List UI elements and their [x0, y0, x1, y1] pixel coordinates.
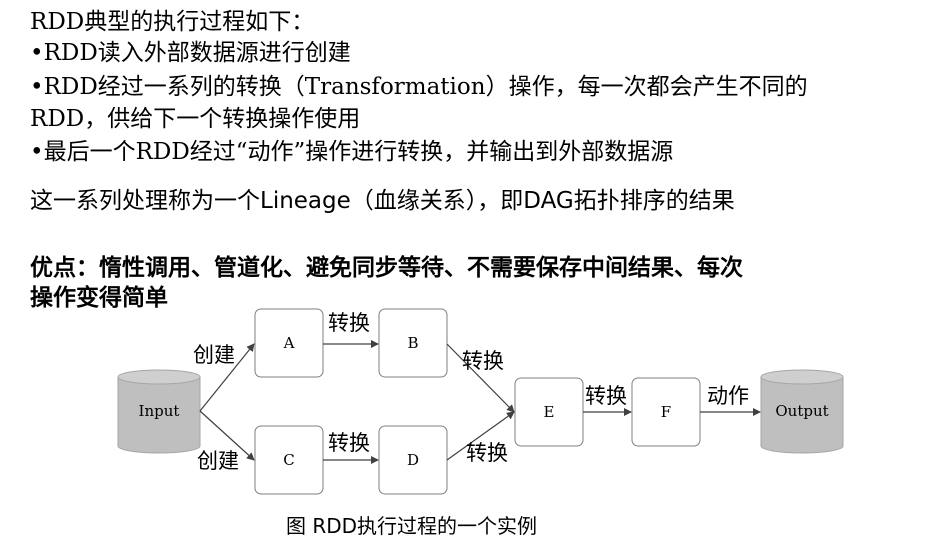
bullet-transform: •RDD经过一系列的转换（Transformation）操作，每一次都会产生不同… [30, 74, 808, 100]
advantages-line: 优点：惰性调用、管道化、避免同步等待、不需要保存中间结果、每次 [30, 255, 743, 281]
output-cylinder: Output [760, 369, 844, 454]
output-label: Output [775, 402, 828, 420]
arrow-input-to-c [199, 410, 255, 461]
edge-label-create-top: 创建 [193, 343, 235, 367]
bullet-transform-continued: RDD，供给下一个转换操作使用 [30, 106, 361, 132]
edge-label-transform-c-d: 转换 [328, 431, 370, 455]
edge-label-transform-e-f: 转换 [585, 384, 627, 408]
edge-label-action-f-output: 动作 [707, 384, 749, 408]
bullet-action: •最后一个RDD经过“动作”操作进行转换，并输出到外部数据源 [30, 139, 674, 165]
rdd-node-c: C [254, 425, 324, 495]
heading-line: RDD典型的执行过程如下： [30, 9, 315, 35]
svg-text:A: A [283, 334, 295, 352]
edge-label-transform-b-e: 转换 [462, 349, 504, 373]
rdd-node-e: E [514, 377, 584, 447]
svg-text:C: C [283, 451, 294, 469]
input-label: Input [139, 402, 180, 420]
figure-caption: 图 RDD执行过程的一个实例 [286, 514, 538, 538]
svg-text:E: E [544, 403, 555, 421]
rdd-node-b: B [378, 308, 448, 378]
svg-text:F: F [661, 403, 671, 421]
edge-label-create-bottom: 创建 [197, 449, 239, 473]
arrow-input-to-a [199, 343, 255, 412]
advantages-line-continued: 操作变得简单 [30, 285, 168, 311]
rdd-node-a: A [254, 308, 324, 378]
edge-label-transform-a-b: 转换 [328, 311, 370, 335]
edge-label-transform-d-e: 转换 [466, 441, 508, 465]
svg-text:B: B [407, 334, 418, 352]
input-cylinder: Input [117, 369, 201, 454]
lineage-sentence: 这一系列处理称为一个Lineage（血缘关系），即DAG拓扑排序的结果 [30, 188, 735, 214]
bullet-create: •RDD读入外部数据源进行创建 [30, 40, 351, 66]
arrow-b-to-e [446, 343, 515, 413]
rdd-node-f: F [631, 377, 701, 447]
arrow-d-to-e [446, 411, 515, 461]
rdd-node-d: D [378, 425, 448, 495]
svg-text:D: D [407, 451, 419, 469]
